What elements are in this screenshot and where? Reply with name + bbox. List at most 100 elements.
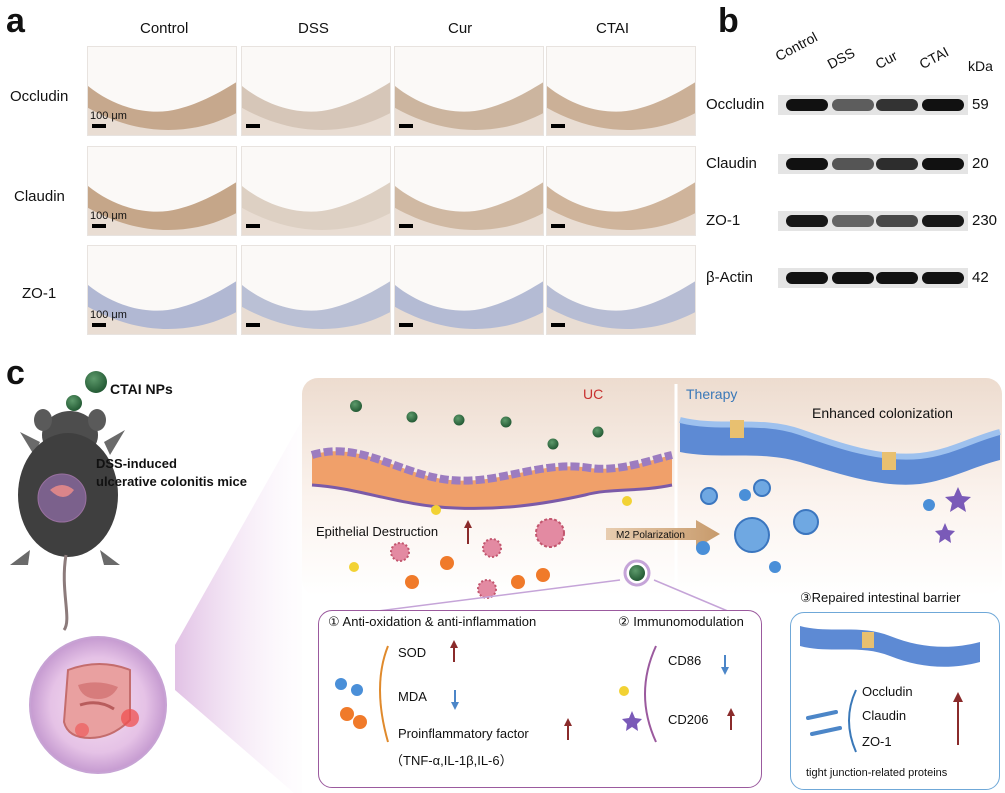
box2-title: ② Immunomodulation <box>618 614 744 629</box>
ihc-image <box>241 46 391 136</box>
ihc-image <box>87 46 237 136</box>
wb-band <box>876 158 918 170</box>
wb-blot-row <box>778 268 968 288</box>
scale-bar <box>399 323 413 327</box>
wb-blot-row <box>778 154 968 174</box>
wb-protein-label: Claudin <box>706 155 757 172</box>
inflammatory-cells <box>349 496 632 599</box>
enhanced-colonization-label: Enhanced colonization <box>812 405 953 421</box>
m2-polarization-label: M2 Polarization <box>616 530 685 541</box>
m2-macrophages <box>696 479 971 573</box>
ihc-row-claudin: Claudin <box>14 188 65 205</box>
scale-bar <box>399 124 413 128</box>
ihc-image <box>394 245 544 335</box>
therapy-label: Therapy <box>686 386 738 402</box>
proinflammatory-label: Proinflammatory factor <box>398 726 529 741</box>
scale-bar <box>246 124 260 128</box>
mouse-illustration <box>10 409 125 631</box>
wb-band <box>922 99 964 111</box>
schematic-graphics <box>10 371 1002 793</box>
ihc-column-control: Control <box>140 20 189 37</box>
wb-blot-row <box>778 95 968 115</box>
wb-protein-label: β-Actin <box>706 269 753 286</box>
therapy-epithelium <box>679 417 1001 485</box>
wb-lane-ctai: CTAI <box>916 43 952 72</box>
wb-kda-value: 230 <box>972 212 998 229</box>
ihc-image <box>394 46 544 136</box>
panel-b-letter: b <box>718 2 739 40</box>
scale-bar-label: 100 μm <box>90 309 127 321</box>
scale-bar <box>246 323 260 327</box>
mda-label: MDA <box>398 689 427 704</box>
ihc-row-occludin: Occludin <box>10 88 69 105</box>
wb-protein-label: Occludin <box>706 96 765 113</box>
wb-unit-label: kDa <box>968 58 993 74</box>
wb-lane-control: Control <box>772 28 820 64</box>
wb-band <box>786 215 828 227</box>
ihc-column-dss: DSS <box>298 20 329 37</box>
panel-a-letter: a <box>6 2 25 40</box>
wb-kda-value: 20 <box>972 155 989 172</box>
ihc-image <box>241 245 391 335</box>
scale-bar <box>92 224 106 228</box>
mouse-label-2: ulcerative colonitis mice <box>96 474 248 489</box>
wb-band <box>786 272 828 284</box>
wb-band <box>786 158 828 170</box>
scale-bar <box>92 323 106 327</box>
intestine-bubble <box>29 636 167 774</box>
scale-bar <box>92 124 106 128</box>
cd86-label: CD86 <box>668 653 702 668</box>
ihc-image <box>394 146 544 236</box>
wb-band <box>922 158 964 170</box>
uc-epithelium <box>310 447 673 510</box>
wb-protein-label: ZO-1 <box>706 212 741 229</box>
wb-band <box>876 99 918 111</box>
box3-zo1: ZO-1 <box>862 734 892 749</box>
wb-band <box>922 272 964 284</box>
box3-caption: tight junction-related proteins <box>806 767 948 779</box>
wb-band <box>922 215 964 227</box>
scale-bar <box>246 224 260 228</box>
box1-title: ① Anti-oxidation & anti-inflammation <box>328 614 537 629</box>
uc-label: UC <box>583 386 604 402</box>
ihc-column-cur: Cur <box>448 20 473 37</box>
ihc-image <box>546 146 696 236</box>
repaired-barrier-box <box>790 612 1000 790</box>
cd206-label: CD206 <box>668 712 709 727</box>
box3-title: ③Repaired intestinal barrier <box>800 590 961 605</box>
wb-band <box>832 99 874 111</box>
wb-band <box>832 272 874 284</box>
ihc-image <box>87 146 237 236</box>
wb-band <box>876 215 918 227</box>
wb-band <box>832 215 874 227</box>
box3-occludin: Occludin <box>862 684 913 699</box>
scale-bar <box>551 124 565 128</box>
panel-c-letter: c <box>6 354 25 392</box>
ihc-image <box>546 46 696 136</box>
scale-bar <box>399 224 413 228</box>
np-label: CTAI NPs <box>110 381 173 397</box>
wb-band <box>876 272 918 284</box>
epithelial-destruction-label: Epithelial Destruction <box>316 524 439 539</box>
box3-claudin: Claudin <box>862 708 907 723</box>
wb-lane-dss: DSS <box>824 44 858 72</box>
scale-bar <box>551 224 565 228</box>
wb-lane-cur: Cur <box>872 47 900 72</box>
mechanism-box <box>318 610 762 788</box>
cytokines-label: （TNF-α,IL-1β,IL-6） <box>390 753 513 768</box>
wb-kda-value: 59 <box>972 96 989 113</box>
ihc-row-zo1: ZO-1 <box>22 285 57 302</box>
ihc-image <box>87 245 237 335</box>
scale-bar-label: 100 μm <box>90 210 127 222</box>
wb-kda-value: 42 <box>972 269 989 286</box>
wb-band <box>786 99 828 111</box>
sod-label: SOD <box>398 645 427 660</box>
ihc-image <box>241 146 391 236</box>
ihc-column-ctai: CTAI <box>596 20 630 37</box>
ihc-image <box>546 245 696 335</box>
mouse-label-1: DSS-induced <box>96 456 177 471</box>
scale-bar <box>551 323 565 327</box>
wb-blot-row <box>778 211 968 231</box>
wb-band <box>832 158 874 170</box>
scale-bar-label: 100 μm <box>90 110 127 122</box>
